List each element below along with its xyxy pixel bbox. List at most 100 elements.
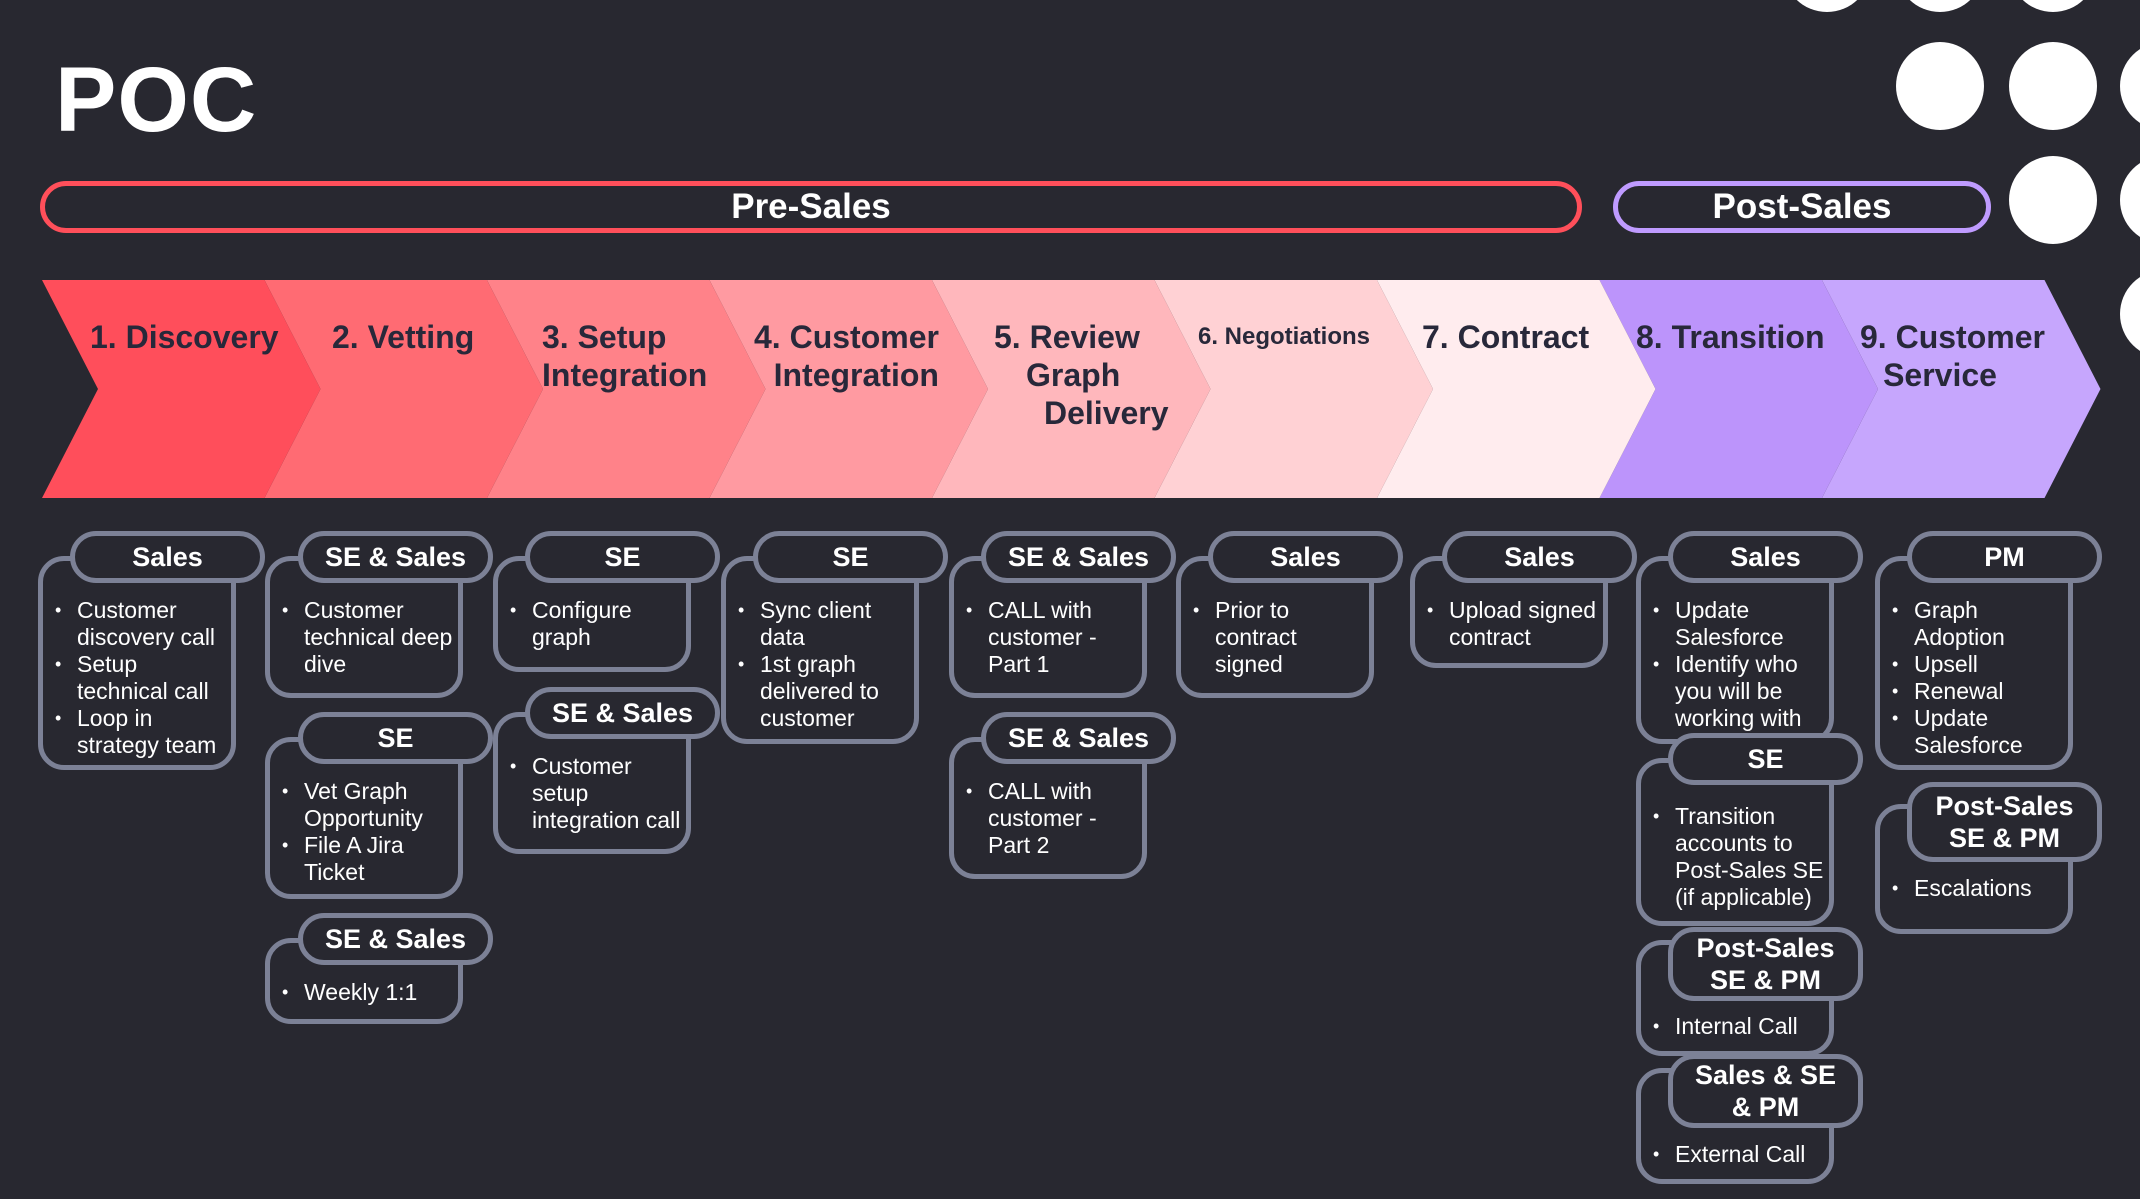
- task-list: CALL with customer - Part 2: [966, 778, 1138, 859]
- task-list: Transition accounts to Post-Sales SE (if…: [1653, 803, 1825, 911]
- stage-line: 5. Review: [994, 319, 1140, 355]
- stage-chevron-3: [487, 280, 766, 498]
- stage-line: 7. Contract: [1422, 319, 1590, 355]
- task-item: CALL with customer - Part 2: [966, 778, 1138, 859]
- task-item: Escalations: [1892, 875, 2064, 902]
- task-item: Loop in strategy team: [55, 705, 227, 759]
- task-item: Sync client data: [738, 597, 910, 651]
- stage-chevron-6: [1154, 280, 1433, 498]
- task-list: Vet Graph Opportunity File A Jira Ticket: [282, 778, 454, 886]
- stage-line: 9. Customer: [1860, 319, 2045, 355]
- task-item: Update Salesforce: [1653, 597, 1825, 651]
- stage-chevron-4: [709, 280, 988, 498]
- role-pill: SE: [753, 531, 948, 583]
- task-item: Identify who you will be working with: [1653, 651, 1825, 732]
- stage-line: 3. Setup: [542, 319, 667, 355]
- stage-4-label: 4. Customer Integration: [754, 318, 939, 394]
- stage-line: 8. Transition: [1636, 319, 1825, 355]
- role-pill: SE: [298, 712, 493, 764]
- decorative-dot: [1896, 42, 1984, 130]
- role-pill: Sales: [1208, 531, 1403, 583]
- task-item: Setup technical call: [55, 651, 227, 705]
- role-pill: Sales: [1442, 531, 1637, 583]
- task-card-customer-service-pm: Graph Adoption Upsell Renewal Update Sal…: [1875, 556, 2073, 770]
- role-pill: SE & Sales: [981, 712, 1176, 764]
- decorative-dot: [2120, 156, 2140, 244]
- task-card-transition-se: Transition accounts to Post-Sales SE (if…: [1636, 758, 1834, 926]
- task-list: Customer setup integration call: [510, 753, 682, 834]
- decorative-dot: [2120, 42, 2140, 130]
- stage-line: Delivery: [1044, 395, 1169, 431]
- task-list: CALL with customer - Part 1: [966, 597, 1138, 678]
- task-item: CALL with customer - Part 1: [966, 597, 1138, 678]
- task-list: Customer discovery call Setup technical …: [55, 597, 227, 759]
- stage-7-label: 7. Contract: [1422, 318, 1589, 356]
- task-card-vetting-se: Vet Graph Opportunity File A Jira Ticket: [265, 737, 463, 899]
- stage-line: 2. Vetting: [332, 319, 475, 355]
- stage-line: 1. Discovery: [90, 319, 279, 355]
- stage-5-label: 5. Review Graph Delivery: [994, 318, 1169, 432]
- decorative-dot: [2120, 270, 2140, 358]
- stage-line: Service: [1883, 357, 1997, 393]
- post-sales-phase: Post-Sales: [1613, 181, 1991, 233]
- task-item: Vet Graph Opportunity: [282, 778, 454, 832]
- task-item: Internal Call: [1653, 1013, 1825, 1040]
- task-item: External Call: [1653, 1141, 1825, 1168]
- stage-chevrons: [42, 280, 2101, 498]
- stage-line: 4. Customer: [754, 319, 939, 355]
- stage-chevron-5: [932, 280, 1211, 498]
- stage-2-label: 2. Vetting: [332, 318, 474, 356]
- task-list: External Call: [1653, 1141, 1825, 1168]
- task-item: Update Salesforce: [1892, 705, 2064, 759]
- task-item: Upload signed contract: [1427, 597, 1599, 651]
- task-card-customer-integration-se: Sync client data 1st graph delivered to …: [721, 556, 919, 744]
- stage-6-label: 6. Negotiations: [1198, 318, 1370, 356]
- task-list: Prior to contract signed: [1193, 597, 1365, 678]
- role-pill: Sales & SE & PM: [1668, 1054, 1863, 1128]
- task-item: Configure graph: [510, 597, 682, 651]
- stage-line: 6. Negotiations: [1198, 323, 1371, 350]
- task-item: Upsell: [1892, 651, 2064, 678]
- task-item: Customer technical deep dive: [282, 597, 454, 678]
- task-list: Graph Adoption Upsell Renewal Update Sal…: [1892, 597, 2064, 759]
- task-item: Customer discovery call: [55, 597, 227, 651]
- stage-line: Integration: [773, 357, 939, 393]
- role-pill: SE: [1668, 733, 1863, 785]
- role-pill: Post-Sales SE & PM: [1668, 927, 1863, 1001]
- role-pill: SE & Sales: [298, 913, 493, 965]
- task-card-transition-sales: Update Salesforce Identify who you will …: [1636, 556, 1834, 744]
- decorative-dot: [2009, 156, 2097, 244]
- stage-chevron-8: [1599, 280, 1878, 498]
- stage-chevron-7: [1377, 280, 1656, 498]
- pre-sales-phase: Pre-Sales: [40, 181, 1582, 233]
- task-item: Weekly 1:1: [282, 979, 454, 1006]
- stage-chevron-1: [42, 280, 321, 498]
- stage-1-label: 1. Discovery: [90, 318, 279, 356]
- stage-3-label: 3. Setup Integration: [542, 318, 707, 394]
- role-pill: Sales: [1668, 531, 1863, 583]
- decorative-dot: [2009, 42, 2097, 130]
- task-item: Prior to contract signed: [1193, 597, 1365, 678]
- task-item: Customer setup integration call: [510, 753, 682, 834]
- task-card-discovery-sales: Customer discovery call Setup technical …: [38, 556, 236, 770]
- stage-chevron-2: [264, 280, 543, 498]
- task-list: Configure graph: [510, 597, 682, 651]
- stage-9-label: 9. Customer Service: [1860, 318, 2045, 394]
- task-item: Transition accounts to Post-Sales SE (if…: [1653, 803, 1825, 911]
- stage-8-label: 8. Transition: [1636, 318, 1824, 356]
- task-list: Upload signed contract: [1427, 597, 1599, 651]
- task-item: Renewal: [1892, 678, 2064, 705]
- role-pill: SE & Sales: [298, 531, 493, 583]
- stage-chevron-9: [1822, 280, 2101, 498]
- stage-line: Integration: [542, 357, 708, 393]
- task-item: File A Jira Ticket: [282, 832, 454, 886]
- role-pill: SE: [525, 531, 720, 583]
- page-title: POC: [55, 49, 258, 151]
- task-item: Graph Adoption: [1892, 597, 2064, 651]
- task-list: Update Salesforce Identify who you will …: [1653, 597, 1825, 732]
- role-pill: SE & Sales: [981, 531, 1176, 583]
- role-pill: Sales: [70, 531, 265, 583]
- task-list: Internal Call: [1653, 1013, 1825, 1040]
- role-pill: Post-Sales SE & PM: [1907, 782, 2102, 862]
- role-pill: PM: [1907, 531, 2102, 583]
